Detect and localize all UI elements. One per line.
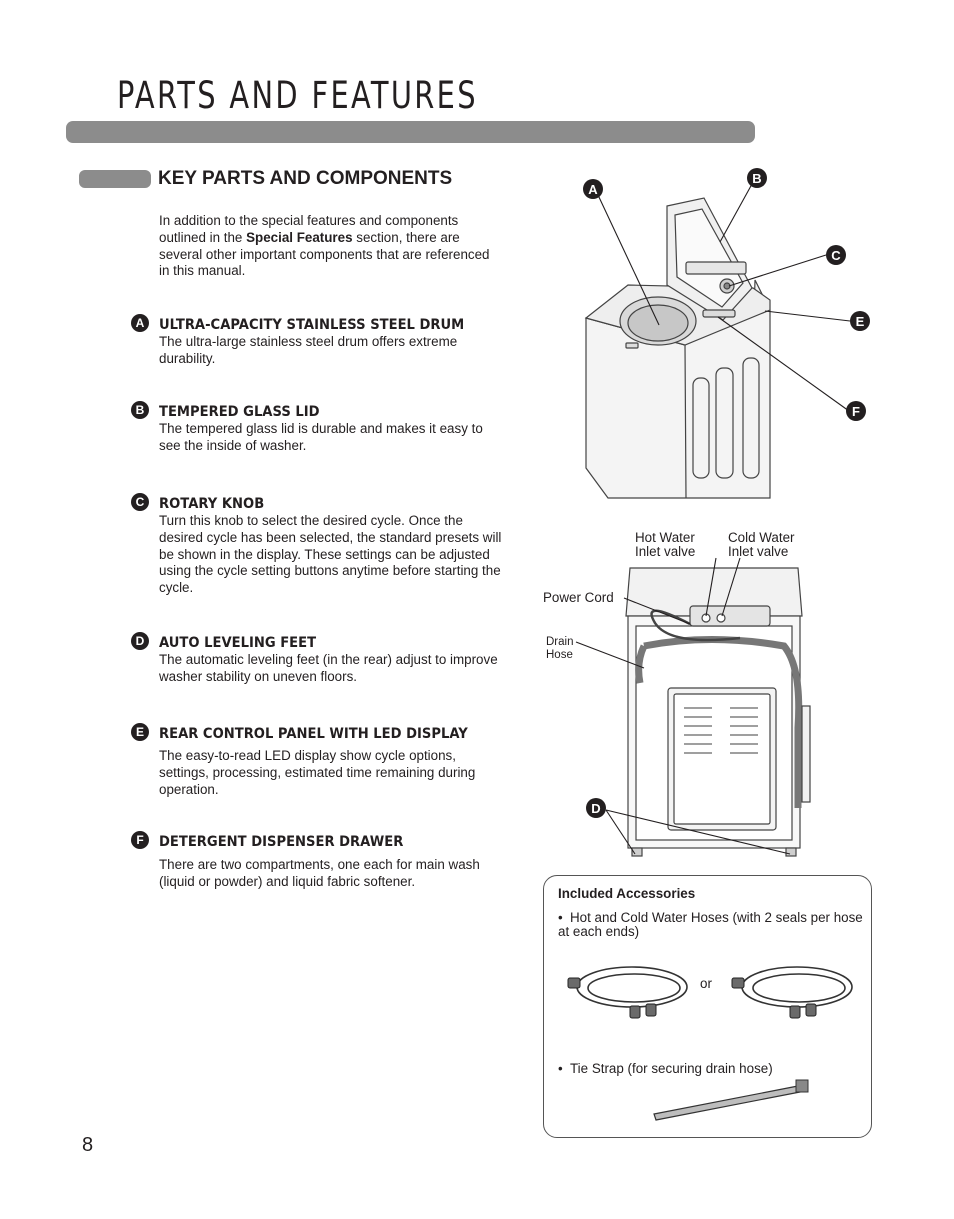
page-number: 8	[82, 1134, 94, 1156]
item-title: DETERGENT DISPENSER DRAWER	[159, 833, 404, 850]
intro-text-end: section, there are several other importa…	[159, 229, 490, 279]
item-text: There are two compartments, one each for…	[159, 857, 480, 889]
badge-f: F	[131, 831, 149, 849]
item-title: ROTARY KNOB	[159, 495, 265, 512]
section-pill	[79, 170, 151, 188]
page-title: PARTS AND FEATURES	[117, 74, 478, 117]
hot-water-label-2: Inlet valve	[635, 544, 695, 559]
item-title: REAR CONTROL PANEL WITH LED DISPLAY	[159, 725, 468, 742]
tie-strap-illustration	[653, 1079, 809, 1121]
or-label: or	[700, 976, 712, 991]
power-cord-label: Power Cord	[543, 590, 614, 605]
badge-c: C	[131, 493, 149, 511]
badge-e: E	[131, 723, 149, 741]
item-text: The tempered glass lid is durable and ma…	[159, 421, 483, 453]
accessories-title: Included Accessories	[558, 886, 696, 901]
item-text: The automatic leveling feet (in the rear…	[159, 652, 498, 684]
drain-hose-label-2: Hose	[546, 649, 573, 661]
washer-front-illustration: A B C E F	[583, 168, 870, 499]
item-title: ULTRA-CAPACITY STAINLESS STEEL DRUM	[159, 316, 465, 333]
accessory-tie-strap-text: Tie Strap (for securing drain hose)	[570, 1061, 773, 1076]
accessory-tie-strap: • Tie Strap (for securing drain hose)	[558, 1061, 858, 1076]
washer-rear-illustration: Hot Water Inlet valve Cold Water Inlet v…	[543, 530, 811, 857]
callout-b-label: B	[752, 171, 761, 186]
intro-paragraph: In addition to the special features and …	[159, 213, 499, 280]
callout-a	[583, 179, 603, 199]
callout-b	[747, 168, 767, 188]
drain-hose-label-1: Drain	[546, 636, 573, 648]
cold-water-label-2: Inlet valve	[728, 544, 788, 559]
accessories-box	[543, 875, 872, 1138]
cold-water-label-1: Cold Water	[728, 530, 795, 545]
callout-a-label: A	[588, 182, 598, 197]
item-text: Turn this knob to select the desired cyc…	[159, 513, 502, 596]
section-heading: KEY PARTS AND COMPONENTS	[158, 168, 453, 189]
callout-f-label: F	[852, 404, 860, 419]
intro-text-bold: Special Features	[246, 229, 353, 245]
callout-e	[850, 311, 870, 331]
intro-text-start: In addition to the special features and …	[159, 213, 459, 245]
item-text: The ultra-large stainless steel drum off…	[159, 334, 458, 366]
water-hoses-illustration	[567, 966, 853, 1019]
callout-f	[846, 401, 866, 421]
badge-b: B	[131, 401, 149, 419]
item-title: TEMPERED GLASS LID	[159, 403, 320, 420]
callout-c	[826, 245, 846, 265]
badge-a: A	[131, 314, 149, 332]
item-title: AUTO LEVELING FEET	[159, 634, 317, 651]
callout-c-label: C	[831, 248, 841, 263]
accessory-hoses-text: Hot and Cold Water Hoses (with 2 seals p…	[558, 910, 863, 939]
callout-d	[586, 798, 606, 818]
title-bar	[66, 121, 755, 143]
accessory-hoses: •Hot and Cold Water Hoses (with 2 seals …	[558, 911, 866, 939]
bullet-icon: •	[558, 910, 563, 925]
callout-d-label: D	[591, 801, 600, 816]
item-text: The easy-to-read LED display show cycle …	[159, 748, 476, 797]
badge-d: D	[131, 632, 149, 650]
hot-water-label-1: Hot Water	[635, 530, 695, 545]
bullet-icon: •	[558, 1061, 563, 1076]
callout-e-label: E	[856, 314, 865, 329]
